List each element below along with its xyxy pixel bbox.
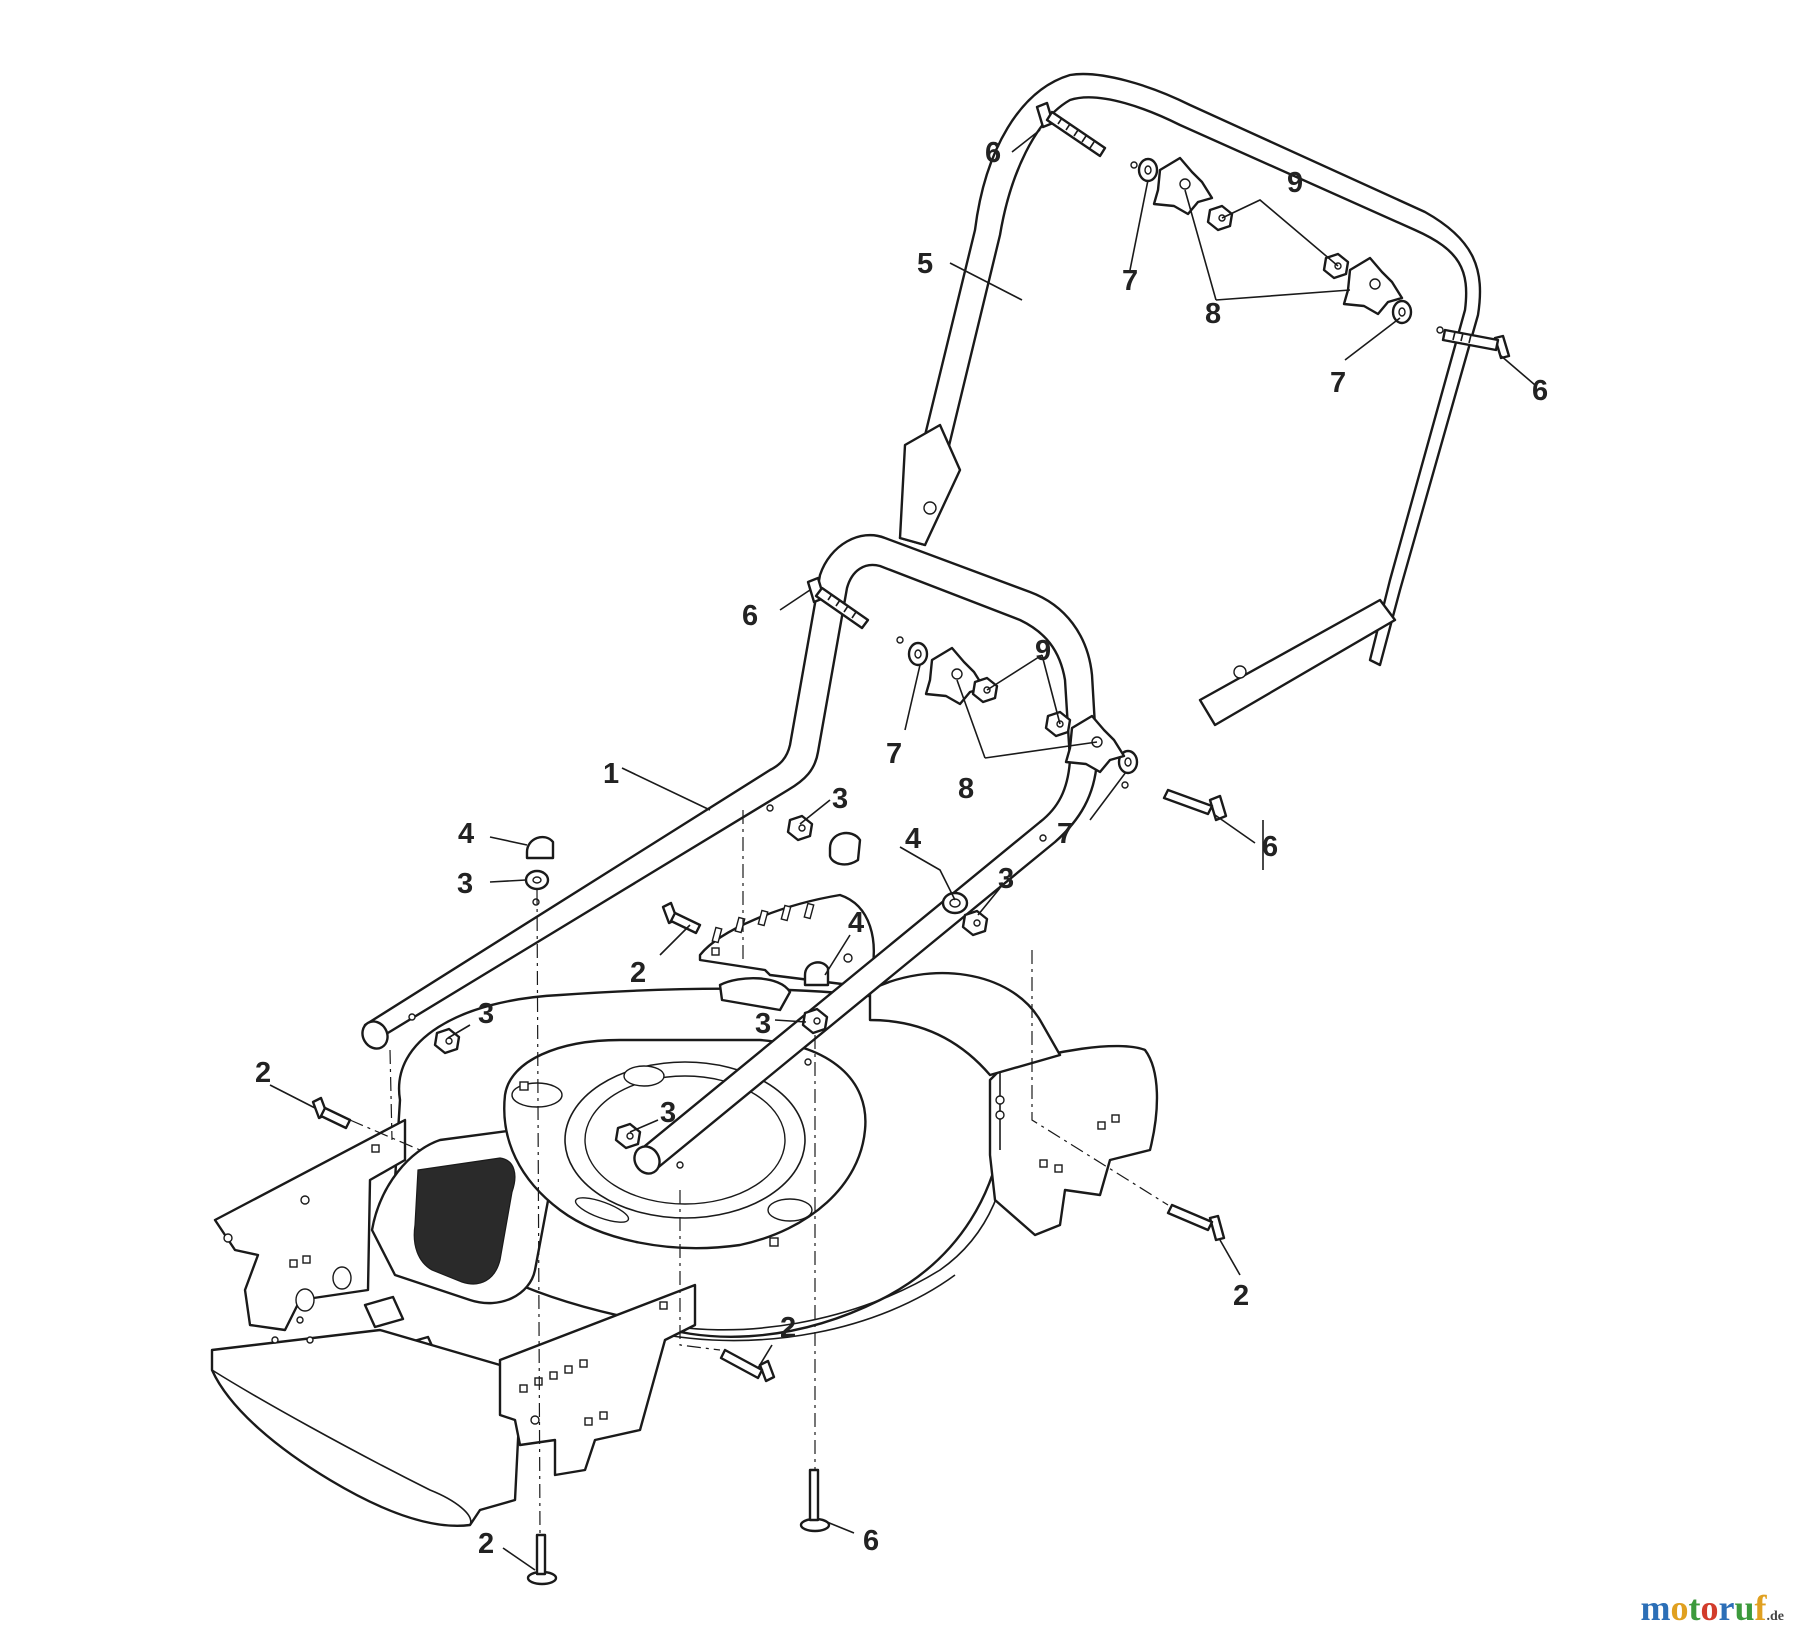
callout-labels: 6 9 5 7 8 7 6 6 9 1 3 7 8 7 4 4 6 3 3 4 …	[255, 137, 1548, 1560]
callout-8a: 8	[1205, 298, 1221, 330]
hex-nut-9d	[1044, 710, 1072, 738]
lower-handle	[361, 533, 1129, 1175]
cap-nut-4d	[941, 891, 969, 915]
brand-letter: m	[1640, 1588, 1671, 1628]
leader-lines	[269, 129, 1536, 1571]
brand-letter: r	[1718, 1588, 1735, 1628]
cap-nut-4a	[525, 835, 555, 860]
cap-nut-4b	[828, 831, 862, 866]
brand-watermark: motoruf.de	[1640, 1587, 1784, 1629]
washer-7b	[1391, 299, 1413, 325]
callout-7b: 7	[1330, 367, 1346, 399]
carriage-bolt-6d	[1162, 788, 1228, 822]
washer-7c	[907, 641, 929, 667]
brand-letter: u	[1734, 1588, 1755, 1628]
callout-2d: 2	[780, 1312, 796, 1344]
bolt-2e	[526, 1533, 558, 1586]
rear-flap	[210, 1316, 522, 1527]
brand-letter: t	[1688, 1588, 1701, 1628]
nut-3d	[433, 1027, 461, 1055]
brand-letter: o	[1700, 1588, 1719, 1628]
upper-handle	[898, 72, 1482, 727]
callout-4a: 4	[458, 818, 474, 850]
callout-5: 5	[917, 248, 933, 280]
nut-3f	[614, 1122, 642, 1150]
callout-6e: 6	[863, 1525, 879, 1557]
callout-7d: 7	[1057, 818, 1073, 850]
callout-4c: 4	[848, 907, 864, 939]
callout-1: 1	[603, 758, 619, 790]
callout-2c: 2	[1233, 1280, 1249, 1312]
callout-2a: 2	[630, 957, 646, 989]
callout-7a: 7	[1122, 265, 1138, 297]
callout-3f: 3	[660, 1097, 676, 1129]
callout-9b: 9	[1035, 635, 1051, 667]
callout-7c: 7	[886, 738, 902, 770]
hex-nut-9a	[1206, 204, 1234, 232]
callout-9a: 9	[1287, 167, 1303, 199]
callout-4b: 4	[905, 823, 921, 855]
callout-2b: 2	[255, 1057, 271, 1089]
star-knob-8c	[924, 646, 986, 706]
callout-6c: 6	[742, 600, 758, 632]
callout-3e: 3	[478, 998, 494, 1030]
callout-8b: 8	[958, 773, 974, 805]
bolt-2c	[1166, 1203, 1226, 1242]
callout-3d: 3	[755, 1008, 771, 1040]
carriage-bolt-6b	[1441, 328, 1511, 360]
front-left-plate	[498, 1283, 697, 1477]
callout-6b: 6	[1532, 375, 1548, 407]
callout-3a: 3	[832, 783, 848, 815]
nut-3a	[786, 814, 814, 842]
nut-3c	[961, 909, 989, 937]
bolt-2d	[719, 1348, 776, 1383]
callout-3c: 3	[998, 863, 1014, 895]
assembly-axes	[349, 810, 1169, 1536]
carriage-bolt-6c	[806, 576, 870, 630]
bolt-2b	[661, 901, 702, 935]
nut-3b	[524, 869, 550, 891]
star-knob-8a	[1152, 156, 1214, 216]
mower-deck	[363, 987, 1011, 1409]
brand-suffix: .de	[1766, 1609, 1785, 1624]
brand-letter: f	[1754, 1588, 1767, 1628]
callout-3b: 3	[457, 868, 473, 900]
carriage-bolt-6e	[799, 1468, 831, 1533]
cap-nut-4c	[803, 961, 830, 987]
carriage-bolt-6a	[1035, 101, 1107, 158]
hex-nut-9c	[971, 676, 999, 704]
star-knob-8b	[1342, 256, 1404, 316]
nut-3e	[801, 1007, 829, 1035]
callout-6a: 6	[985, 137, 1001, 169]
star-knob-8d	[1064, 714, 1126, 774]
callout-2e: 2	[478, 1528, 494, 1560]
left-side-plate	[213, 1118, 407, 1332]
bolt-2a	[311, 1096, 352, 1130]
hardware	[311, 101, 1511, 1586]
callout-6d: 6	[1262, 831, 1278, 863]
brand-letter: o	[1670, 1588, 1689, 1628]
washer-7a	[1137, 157, 1159, 183]
